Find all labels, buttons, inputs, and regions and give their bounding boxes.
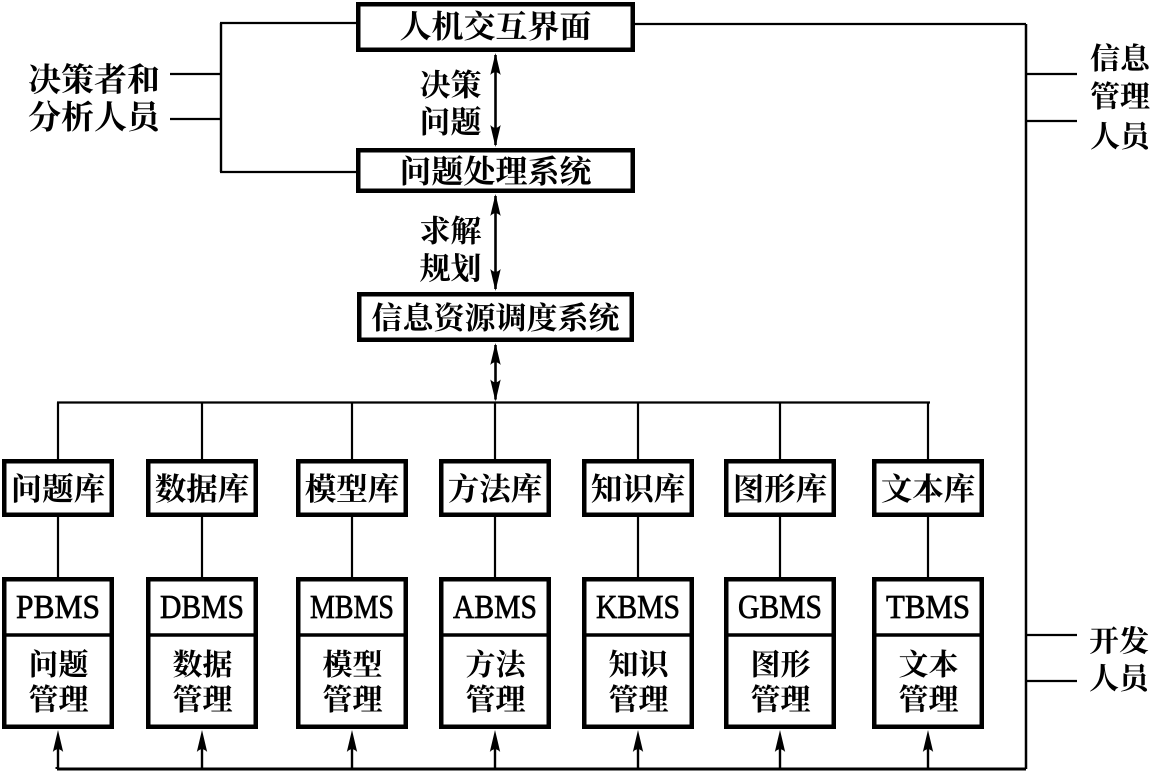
svg-text:GBMS: GBMS [738,589,822,626]
svg-text:ABMS: ABMS [453,589,537,626]
svg-text:MBMS: MBMS [310,589,394,626]
svg-text:TBMS: TBMS [886,589,970,626]
svg-text:PBMS: PBMS [16,589,100,626]
svg-text:KBMS: KBMS [596,589,680,626]
svg-text:DBMS: DBMS [160,589,244,626]
